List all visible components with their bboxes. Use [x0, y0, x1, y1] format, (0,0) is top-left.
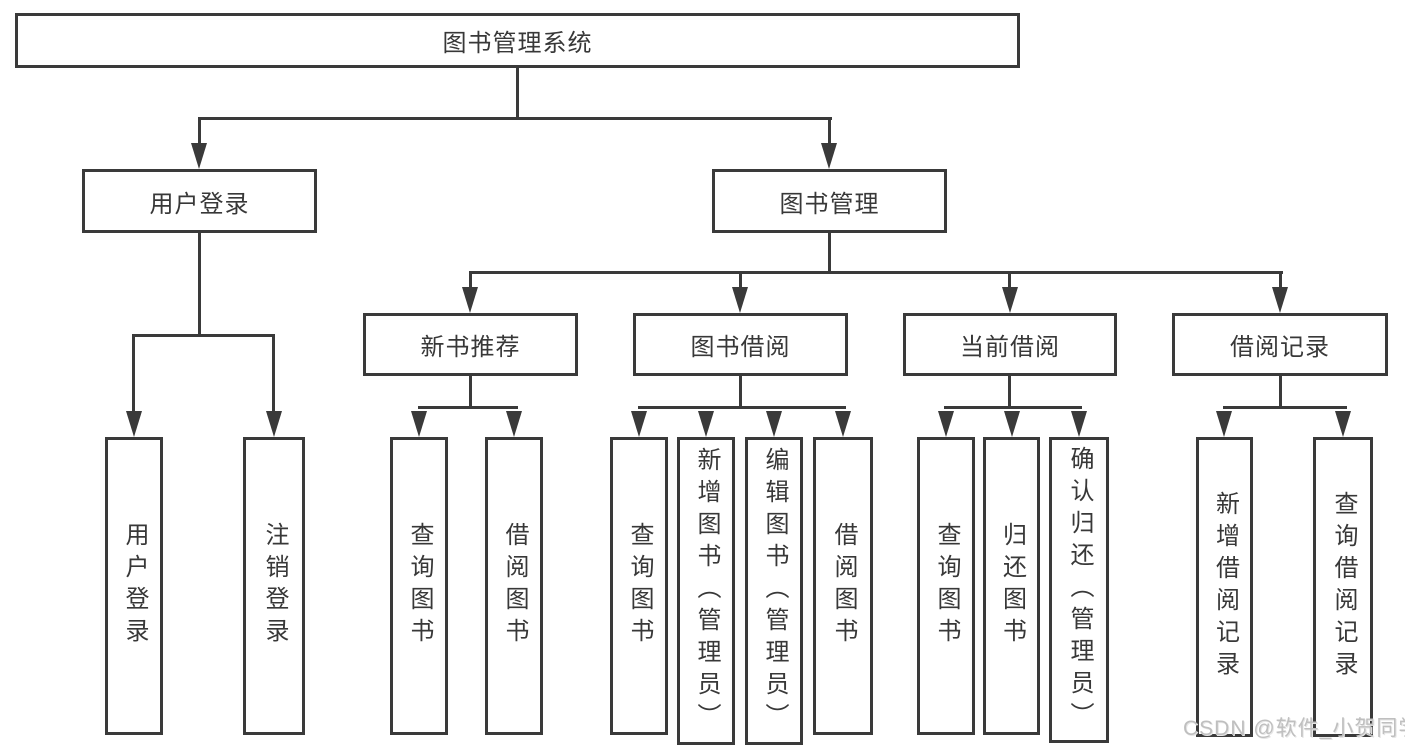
- arrow-down-icon: [938, 411, 954, 437]
- leaf-borrow-add-book-admin: 新增图书（管理员）: [677, 437, 735, 745]
- connector-line: [1008, 271, 1011, 291]
- node-book-borrow: 图书借阅: [633, 313, 848, 376]
- connector-line: [739, 376, 742, 409]
- node-borrow-records: 借阅记录: [1172, 313, 1388, 376]
- connector-line: [418, 406, 518, 409]
- arrow-down-icon: [1002, 287, 1018, 313]
- arrow-down-icon: [1335, 411, 1351, 437]
- connector-line: [132, 334, 275, 337]
- arrow-down-icon: [266, 411, 282, 437]
- connector-line: [638, 406, 846, 409]
- connector-line: [1279, 271, 1282, 291]
- arrow-down-icon: [462, 287, 478, 313]
- arrow-down-icon: [506, 411, 522, 437]
- leaf-recommend-borrow-book: 借阅图书: [485, 437, 543, 735]
- connector-line: [198, 117, 201, 147]
- connector-line: [1279, 376, 1282, 409]
- arrow-down-icon: [766, 411, 782, 437]
- leaf-records-add-record: 新增借阅记录: [1196, 437, 1253, 737]
- arrow-down-icon: [1004, 411, 1020, 437]
- leaf-borrow-borrow-book: 借阅图书: [813, 437, 873, 735]
- connector-line: [132, 334, 135, 414]
- connector-line: [944, 406, 1082, 409]
- leaf-current-confirm-return-admin: 确认归还（管理员）: [1049, 437, 1109, 743]
- arrow-down-icon: [1272, 287, 1288, 313]
- leaf-user-login: 用户登录: [105, 437, 163, 735]
- arrow-down-icon: [191, 143, 207, 169]
- connector-line: [198, 117, 832, 120]
- node-new-book-recommend: 新书推荐: [363, 313, 578, 376]
- node-root-library-system: 图书管理系统: [15, 13, 1020, 68]
- connector-line: [828, 233, 831, 274]
- connector-line: [1223, 406, 1347, 409]
- connector-line: [516, 68, 519, 120]
- arrow-down-icon: [1216, 411, 1232, 437]
- connector-line: [272, 334, 275, 414]
- arrow-down-icon: [411, 411, 427, 437]
- csdn-watermark: CSDN @软件_小贺同学: [1183, 717, 1405, 740]
- leaf-current-query-book: 查询图书: [917, 437, 975, 735]
- node-book-management: 图书管理: [712, 169, 947, 233]
- leaf-logout: 注销登录: [243, 437, 305, 735]
- leaf-records-query-record: 查询借阅记录: [1313, 437, 1373, 737]
- leaf-borrow-edit-book-admin: 编辑图书（管理员）: [745, 437, 803, 745]
- leaf-borrow-query-book: 查询图书: [610, 437, 668, 735]
- arrow-down-icon: [821, 143, 837, 169]
- leaf-current-return-book: 归还图书: [983, 437, 1040, 735]
- connector-line: [739, 271, 742, 291]
- connector-line: [469, 271, 472, 291]
- node-current-borrow: 当前借阅: [903, 313, 1117, 376]
- arrow-down-icon: [698, 411, 714, 437]
- leaf-recommend-query-book: 查询图书: [390, 437, 448, 735]
- connector-line: [1008, 376, 1011, 409]
- connector-line: [469, 376, 472, 409]
- arrow-down-icon: [631, 411, 647, 437]
- connector-line: [828, 117, 831, 147]
- arrow-down-icon: [126, 411, 142, 437]
- arrow-down-icon: [1071, 411, 1087, 437]
- connector-line: [469, 271, 1283, 274]
- connector-line: [198, 233, 201, 337]
- node-user-login: 用户登录: [82, 169, 317, 233]
- arrow-down-icon: [732, 287, 748, 313]
- arrow-down-icon: [835, 411, 851, 437]
